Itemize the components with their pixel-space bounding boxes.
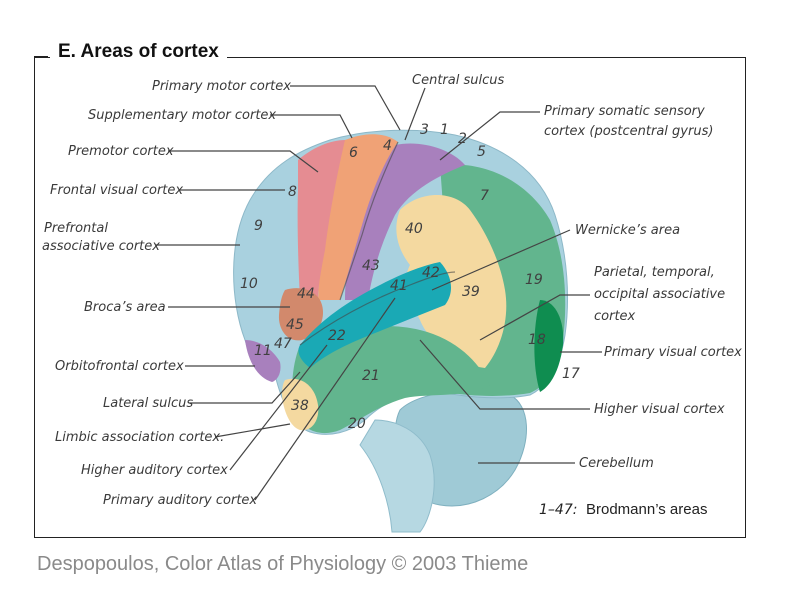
area-6: 6	[349, 145, 358, 161]
central-sulcus-line	[339, 141, 399, 301]
figure-frame	[34, 57, 746, 538]
label-premotor-cortex: Premotor cortex	[68, 144, 174, 159]
auditory-region	[298, 262, 452, 368]
region-labels: Primary motor cortex Central sulcus Prim…	[42, 73, 742, 508]
figure-title: E. Areas of cortex	[50, 41, 227, 63]
area-47: 47	[274, 336, 292, 352]
area-19: 19	[525, 272, 543, 288]
area-9: 9	[254, 218, 263, 234]
area-2: 2	[458, 131, 467, 147]
area-45: 45	[286, 317, 304, 333]
primary-visual-region	[534, 300, 564, 392]
area-38: 38	[291, 398, 309, 414]
label-higher-visual-cortex: Higher visual cortex	[594, 402, 725, 417]
area-18: 18	[528, 332, 546, 348]
label-pto-1: Parietal, temporal,	[594, 265, 715, 280]
leader-wernicke	[431, 229, 571, 291]
label-pto-2: occipital associative	[594, 287, 725, 302]
broca-region	[278, 288, 324, 341]
leader-supplementary-motor	[270, 114, 353, 139]
legend-range: 1–47:	[539, 502, 577, 518]
area-21: 21	[362, 368, 380, 384]
motor-region	[318, 134, 398, 300]
label-primary-somatic-sensory-1: Primary somatic sensory	[544, 104, 705, 119]
legend: 1–47: Brodmann’s areas	[539, 501, 707, 518]
area-22: 22	[328, 328, 346, 344]
credit-line: Despopoulos, Color Atlas of Physiology ©…	[37, 553, 529, 575]
label-wernickes-area: Wernicke’s area	[575, 223, 680, 238]
temporal-region	[292, 325, 490, 434]
label-prefrontal-1: Prefrontal	[44, 221, 108, 236]
label-primary-visual-cortex: Primary visual cortex	[604, 345, 742, 360]
leader-primary-motor	[290, 85, 401, 131]
label-pto-3: cortex	[594, 309, 636, 324]
leader-pto	[479, 294, 590, 341]
label-frontal-visual-cortex: Frontal visual cortex	[50, 183, 183, 198]
area-41: 41	[390, 278, 408, 294]
label-limbic-association: Limbic association cortex.	[55, 430, 224, 445]
leader-lateral-sulcus	[190, 371, 301, 404]
area-1: 1	[440, 122, 449, 138]
area-11: 11	[254, 343, 272, 359]
area-4: 4	[383, 138, 392, 154]
label-primary-somatic-sensory-2: cortex (postcentral gyrus)	[544, 124, 713, 139]
orbitofrontal-region	[245, 340, 281, 382]
area-39: 39	[462, 284, 480, 300]
area-17: 17	[562, 366, 580, 382]
leader-central-sulcus	[404, 87, 426, 141]
leader-premotor	[168, 150, 319, 173]
label-lateral-sulcus: Lateral sulcus	[103, 396, 193, 411]
area-7: 7	[480, 188, 489, 204]
area-5: 5	[477, 144, 486, 160]
label-primary-auditory-cortex: Primary auditory cortex	[103, 493, 257, 508]
area-10: 10	[240, 276, 258, 292]
label-orbitofrontal-cortex: Orbitofrontal cortex	[55, 359, 184, 374]
legend-text: Brodmann’s areas	[586, 501, 707, 518]
label-higher-auditory-cortex: Higher auditory cortex	[81, 463, 228, 478]
area-43: 43	[362, 258, 380, 274]
label-cerebellum: Cerebellum	[579, 456, 654, 471]
area-8: 8	[288, 184, 297, 200]
leader-higher-auditory	[229, 344, 328, 471]
leader-lines	[155, 85, 602, 501]
title-dash	[34, 56, 48, 57]
area-20: 20	[348, 416, 366, 432]
area-44: 44	[297, 286, 315, 302]
premotor-region	[297, 140, 345, 300]
leader-somatic-sensory	[439, 111, 540, 161]
lateral-sulcus-line	[299, 271, 456, 346]
leader-primary-auditory	[254, 297, 396, 501]
leader-higher-visual	[419, 339, 590, 410]
label-central-sulcus: Central sulcus	[412, 73, 504, 88]
label-brocas-area: Broca’s area	[84, 300, 166, 315]
label-prefrontal-2: associative cortex	[42, 239, 160, 254]
area-42: 42	[422, 265, 440, 281]
brodmann-area-numbers: 3 1 2 5 6 4 7 8 9 10 40 43 42 41 39 19 4…	[240, 122, 580, 432]
leader-limbic	[214, 423, 291, 438]
label-primary-motor-cortex: Primary motor cortex	[152, 79, 291, 94]
brainstem-region	[359, 419, 435, 533]
area-40: 40	[405, 221, 423, 237]
label-supplementary-motor-cortex: Supplementary motor cortex	[88, 108, 276, 123]
area-3: 3	[420, 122, 429, 138]
